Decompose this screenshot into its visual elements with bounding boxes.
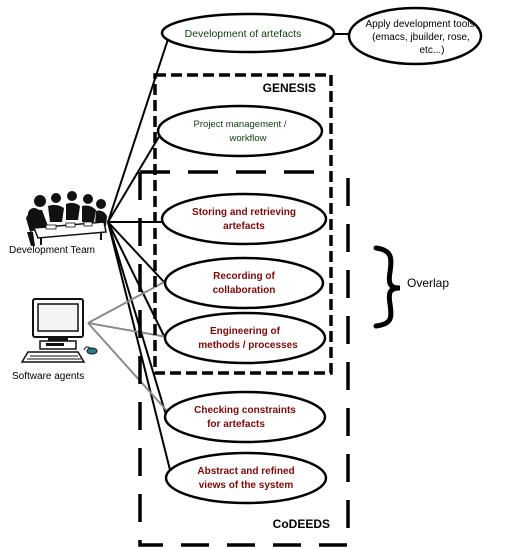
usecase-abstract-and-refined-views[interactable]: Abstract and refined views of the system (164, 451, 328, 505)
usecase-label-line-2: (emacs, jbuilder, rose, (372, 32, 470, 43)
usecase-label-line-2: collaboration (213, 285, 276, 296)
usecase-label-line-2: for artefacts (207, 419, 265, 430)
codeeds-system-boundary: CoDEEDS (138, 170, 350, 547)
team-association-lines (107, 32, 173, 479)
usecase-label-line-2: workflow (229, 133, 267, 144)
usecase-label-line-1: Apply development tools (366, 19, 475, 30)
usecase-development-of-artefacts[interactable]: Development of artefacts (160, 12, 336, 54)
usecase-label-line-1: Engineering of (210, 326, 281, 337)
genesis-system-boundary: GENESIS (153, 73, 333, 375)
usecase-apply-development-tools[interactable]: Apply development tools (emacs, jbuilder… (347, 6, 483, 66)
usecase-label-line-1: Checking constraints (194, 405, 296, 416)
usecase-label-line-2: methods / processes (198, 340, 298, 351)
usecase-label-line-1: Storing and retrieving (192, 207, 296, 218)
actor-development-team-label: Development Team (9, 245, 95, 256)
usecase-label-line-1: Abstract and refined (197, 466, 294, 477)
overlap-label: Overlap (407, 276, 449, 290)
usecase-label-line-2: views of the system (199, 480, 294, 491)
usecase-recording-of-collaboration[interactable]: Recording of collaboration (163, 256, 325, 310)
genesis-title: GENESIS (263, 81, 316, 95)
meeting-people-icon (26, 191, 107, 246)
usecase-label-line-1: Recording of (213, 271, 275, 282)
usecase-storing-and-retrieving[interactable]: Storing and retrieving artefacts (160, 192, 328, 246)
usecase-project-management[interactable]: Project management / workflow (156, 104, 324, 158)
codeeds-title: CoDEEDS (273, 517, 330, 531)
usecase-label: Development of artefacts (185, 28, 302, 40)
computer-icon (20, 298, 98, 363)
overlap-brace-icon (373, 245, 401, 329)
usecase-label-line-3: etc...) (419, 45, 444, 56)
usecase-label-line-1: Project management / (194, 119, 287, 130)
actor-software-agents-label: Software agents (12, 371, 84, 382)
usecase-engineering-of-methods[interactable]: Engineering of methods / processes (163, 311, 327, 365)
usecase-checking-constraints[interactable]: Checking constraints for artefacts (163, 390, 327, 444)
usecase-label-line-2: artefacts (223, 221, 265, 232)
